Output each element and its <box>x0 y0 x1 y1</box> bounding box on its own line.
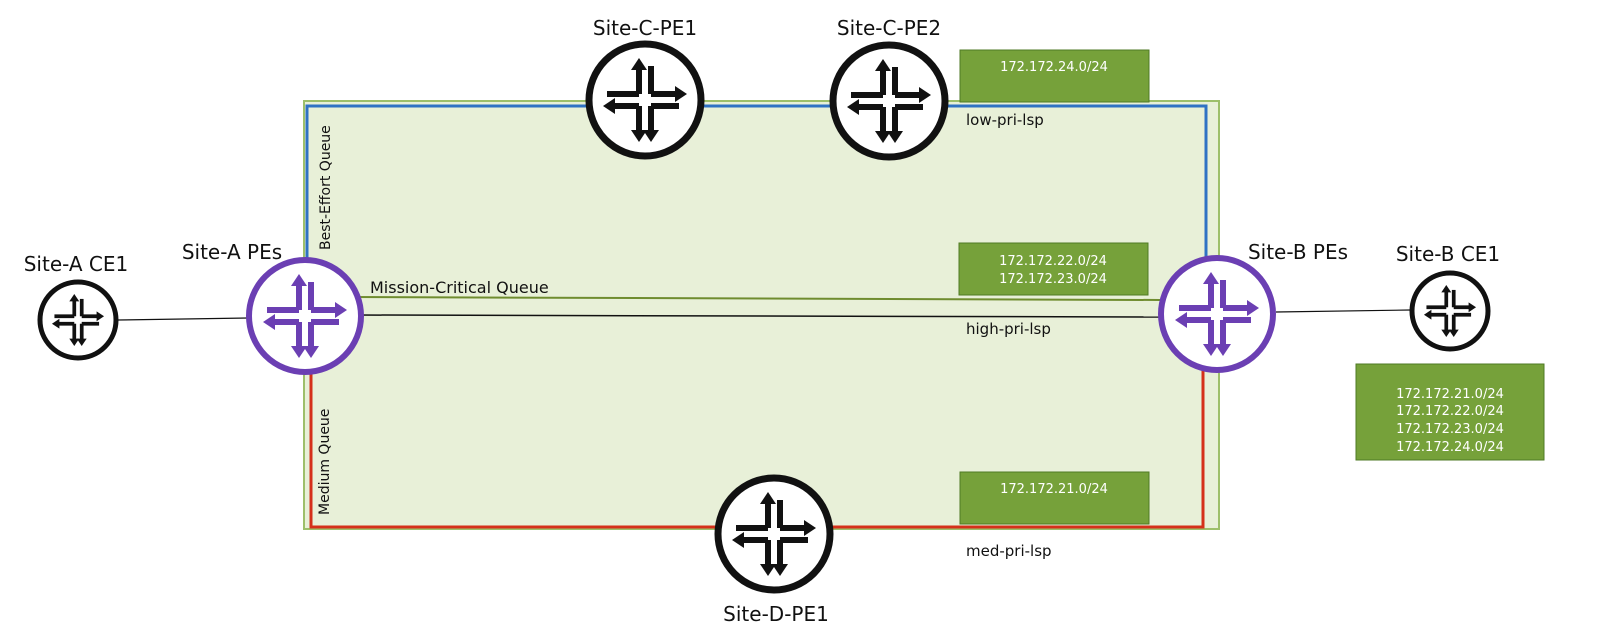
prefix-text: 172.172.22.0/24 <box>1396 404 1504 419</box>
router-icon <box>1158 255 1276 373</box>
high-pri-lsp-label: high-pri-lsp <box>966 320 1051 338</box>
prefix-text: 172.172.24.0/24 <box>1000 60 1108 75</box>
site-b-pes-label: Site-B PEs <box>1248 240 1348 264</box>
site-c-pe2-label: Site-C-PE2 <box>837 16 941 40</box>
mission-critical-path <box>351 296 1161 301</box>
site-d-pe1-label: Site-D-PE1 <box>723 602 829 626</box>
router-icon <box>585 40 705 160</box>
router-icon <box>1409 270 1491 352</box>
mission-critical-queue-label: Mission-Critical Queue <box>370 278 549 297</box>
site-b-ce-link <box>1275 309 1411 313</box>
prefix-box-high: 172.172.22.0/24 172.172.23.0/24 <box>958 242 1149 296</box>
prefix-text: 172.172.23.0/24 <box>1396 422 1504 437</box>
prefix-text: 172.172.23.0/24 <box>999 272 1107 287</box>
prefix-text: 172.172.21.0/24 <box>1396 387 1504 402</box>
site-a-pes-label: Site-A PEs <box>182 240 282 264</box>
site-a-ce1-label: Site-A CE1 <box>24 252 129 276</box>
low-pri-lsp-path <box>305 104 1208 262</box>
low-pri-lsp-label: low-pri-lsp <box>966 111 1044 129</box>
med-pri-lsp-label: med-pri-lsp <box>966 542 1052 560</box>
site-a-ce-link <box>117 317 249 321</box>
prefix-text: 172.172.21.0/24 <box>1000 482 1108 497</box>
high-pri-lsp-path <box>355 314 1161 318</box>
best-effort-queue-label: Best-Effort Queue <box>318 125 334 250</box>
prefix-box-site-b-ce1: 172.172.21.0/24 172.172.22.0/24 172.172.… <box>1355 363 1545 461</box>
prefix-box-med: 172.172.21.0/24 <box>959 471 1150 525</box>
router-icon <box>714 474 834 594</box>
prefix-text: 172.172.22.0/24 <box>999 254 1107 269</box>
router-icon <box>246 257 364 375</box>
router-icon <box>829 41 949 161</box>
site-b-ce1-label: Site-B CE1 <box>1396 242 1500 266</box>
site-c-pe1-label: Site-C-PE1 <box>593 16 697 40</box>
prefix-text: 172.172.24.0/24 <box>1396 440 1504 455</box>
medium-queue-label: Medium Queue <box>317 409 333 515</box>
router-icon <box>37 279 119 361</box>
prefix-box-low: 172.172.24.0/24 <box>959 49 1150 103</box>
